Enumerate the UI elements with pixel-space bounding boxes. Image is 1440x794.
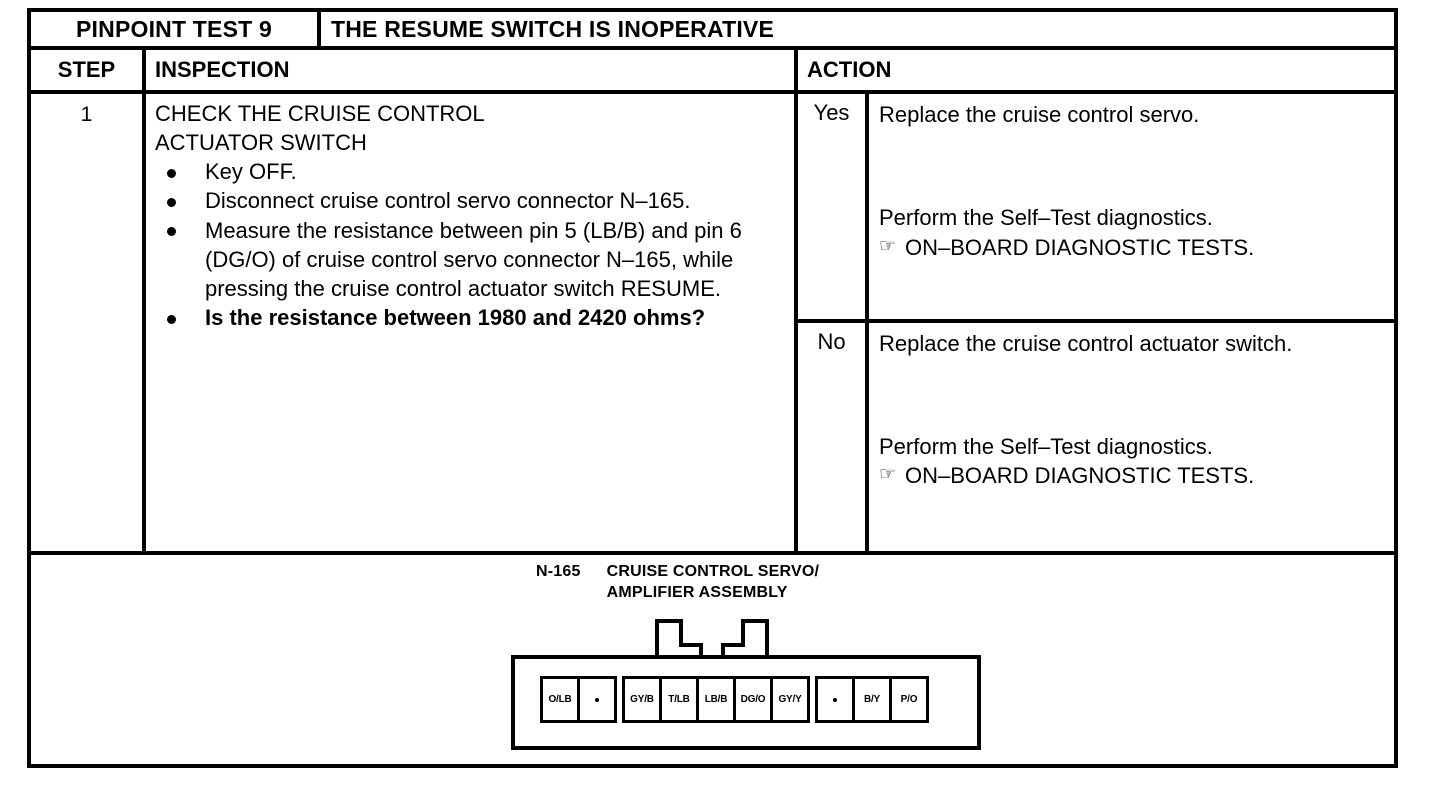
inspection-cell: CHECK THE CRUISE CONTROL ACTUATOR SWITCH… [146,94,798,551]
pointing-hand-icon: ☞ [879,464,897,485]
connector-pin: B/Y [852,676,892,723]
pin-dot-icon [833,697,837,702]
pinpoint-test-description: THE RESUME SWITCH IS INOPERATIVE [331,15,775,42]
connector-pin: LB/B [696,676,736,723]
branch-spacer [879,358,1386,432]
connector-pin-blank [815,676,855,723]
branch-reference-text: ON–BOARD DIAGNOSTIC TESTS. [905,234,1255,260]
pinpoint-test-label: PINPOINT TEST 9 [31,12,321,46]
inspection-item-text: Disconnect cruise control servo connecto… [205,188,691,214]
branch-body-yes: Replace the cruise control servo. Perfor… [869,94,1394,319]
table-body-row: 1 CHECK THE CRUISE CONTROL ACTUATOR SWIT… [31,94,1394,555]
connector-locking-tabs [655,619,785,659]
inspection-item: Measure the resistance between pin 5 (LB… [155,216,786,304]
inspection-item-list: Key OFF. Disconnect cruise control servo… [155,157,786,333]
inspection-item-text: Is the resistance between 1980 and 2420 … [205,305,706,331]
pin-dot-icon [595,697,599,702]
inspection-title: CHECK THE CRUISE CONTROL ACTUATOR SWITCH [155,101,485,155]
table-title-row: PINPOINT TEST 9 THE RESUME SWITCH IS INO… [31,12,1394,50]
branch-primary-action: Replace the cruise control actuator swit… [879,330,1293,356]
column-header-step: STEP [31,50,146,90]
locking-tab-left-inner [659,623,699,659]
action-branch-no: No Replace the cruise control actuator s… [798,322,1394,552]
connector-housing: O/LB GY/B T/LB LB/B DG/O GY/Y B/Y P/O [511,655,981,750]
table-header-row: STEP INSPECTION ACTION [31,50,1394,94]
branch-reference-text: ON–BOARD DIAGNOSTIC TESTS. [905,463,1255,488]
pointing-hand-icon: ☞ [879,235,897,257]
bullet-icon [167,315,176,325]
branch-label-no: No [798,322,869,551]
branch-primary-action: Replace the cruise control servo. [879,102,1200,127]
connector-pin-blank [577,676,617,723]
inspection-item: Is the resistance between 1980 and 2420 … [155,303,786,332]
connector-pin: T/LB [659,676,699,723]
step-number: 1 [31,94,146,551]
branch-spacer [879,129,1386,203]
branch-label-yes: Yes [798,94,869,319]
connector-pin: DG/O [733,676,773,723]
pinpoint-test-table: PINPOINT TEST 9 THE RESUME SWITCH IS INO… [27,8,1398,768]
bullet-icon [167,227,176,237]
action-cell: Yes Replace the cruise control servo. Pe… [798,94,1394,551]
branch-body-no: Replace the cruise control actuator swit… [869,323,1394,552]
column-header-action: ACTION [807,57,892,82]
branch-secondary-action: Perform the Self–Test diagnostics. [879,433,1213,459]
branch-reference-line: ☞ ON–BOARD DIAGNOSTIC TESTS. [879,461,1386,490]
connector-drawing: O/LB GY/B T/LB LB/B DG/O GY/Y B/Y P/O [483,619,981,765]
inspection-item-text: Key OFF. [205,159,297,185]
connector-pin: P/O [889,676,929,723]
connector-pin-strip: O/LB GY/B T/LB LB/B DG/O GY/Y B/Y P/O [540,676,929,723]
connector-diagram-row: N-165 CRUISE CONTROL SERVO/ AMPLIFIER AS… [31,555,1394,764]
inspection-item-text: Measure the resistance between pin 5 (LB… [205,217,742,302]
bullet-icon [167,198,176,208]
action-branch-yes: Yes Replace the cruise control servo. Pe… [798,94,1394,323]
connector-caption: N-165 CRUISE CONTROL SERVO/ AMPLIFIER AS… [536,562,819,604]
bullet-icon [167,168,176,178]
locking-tab-right-icon [721,619,769,659]
branch-reference-line: ☞ ON–BOARD DIAGNOSTIC TESTS. [879,233,1386,262]
connector-name-label: CRUISE CONTROL SERVO/ AMPLIFIER ASSEMBLY [606,563,820,601]
connector-pin: O/LB [540,676,580,723]
connector-pin: GY/B [622,676,662,723]
inspection-item: Key OFF. [155,157,786,186]
inspection-item: Disconnect cruise control servo connecto… [155,186,786,215]
locking-tab-left-icon [655,619,703,659]
branch-secondary-action: Perform the Self–Test diagnostics. [879,205,1213,231]
connector-id-label: N-165 [536,563,581,580]
locking-tab-right-inner [725,623,765,659]
column-header-inspection: INSPECTION [146,50,798,90]
connector-pin: GY/Y [770,676,810,723]
